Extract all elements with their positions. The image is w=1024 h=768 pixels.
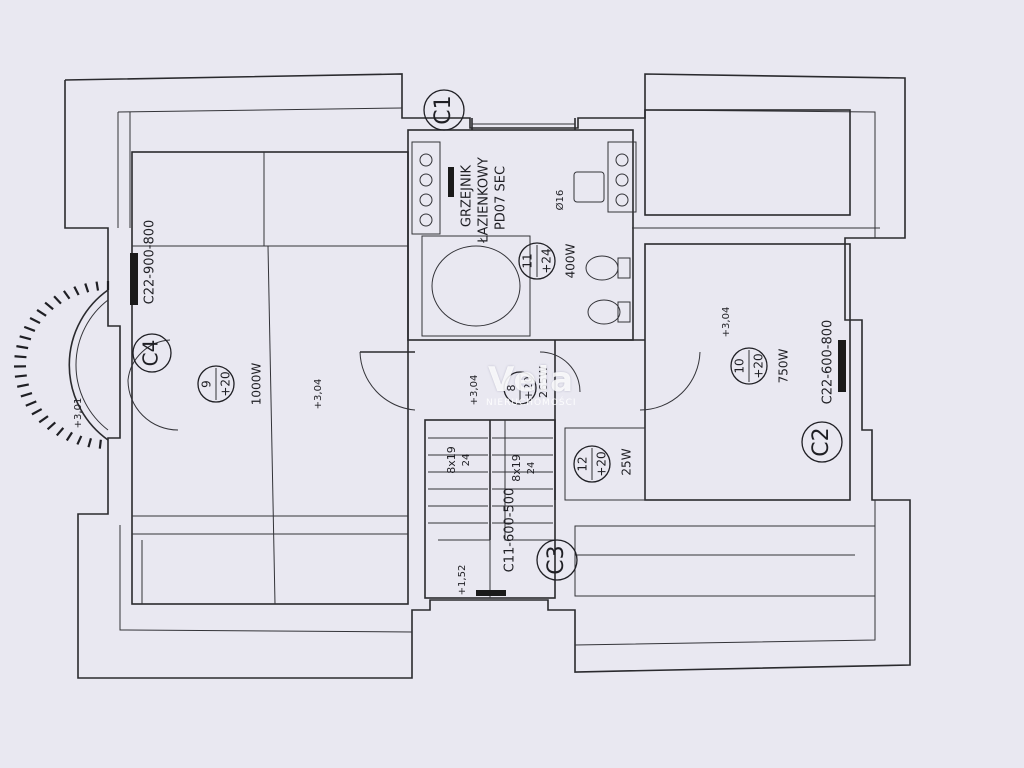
level-balcony: +3,01 <box>73 398 84 429</box>
heater-coil <box>419 153 433 167</box>
bidet-tank-icon <box>617 301 631 323</box>
heater-coil <box>419 173 433 187</box>
balcony-rail-tick <box>19 335 32 341</box>
balcony-rail-tick <box>87 438 93 448</box>
window-spec-right: C22-600-800 <box>821 320 836 405</box>
svg-text:+20: +20 <box>219 371 233 396</box>
svg-text:+20: +20 <box>595 451 609 476</box>
balcony-rail-tick <box>38 415 49 424</box>
bathroom-walls <box>407 118 634 341</box>
balcony-rail-tick <box>73 286 80 296</box>
window-tags <box>132 89 843 581</box>
watermark-subtitle: NIERUCHOMOŚCI <box>486 398 577 408</box>
room-badge-10: 10 +20 750W <box>730 347 791 385</box>
tag-c4: C4 <box>139 340 163 367</box>
radiator-right <box>838 340 846 392</box>
svg-text:+20: +20 <box>752 353 766 378</box>
corridor-walls <box>360 339 646 501</box>
svg-text:+20: +20 <box>522 376 535 399</box>
balcony-rail-tick <box>84 283 90 293</box>
svg-text:12: 12 <box>576 456 590 471</box>
radiator-left <box>130 253 138 305</box>
heater-coil <box>615 173 629 187</box>
stair-run-right: 8x19 <box>510 454 523 482</box>
watermark-logo: Vela <box>488 360 575 400</box>
door-swings <box>127 339 701 431</box>
window-spec-left: C22-900-800 <box>143 220 158 305</box>
balcony <box>13 281 110 449</box>
bath-heater-left <box>411 141 441 235</box>
radiators <box>130 141 846 392</box>
radiator-bath <box>448 167 454 197</box>
bottom-right-area <box>574 525 876 597</box>
level-corridor: +3,04 <box>469 375 480 406</box>
svg-text:25W: 25W <box>620 448 634 475</box>
balcony-rail-tick <box>16 383 30 388</box>
bidet-icon <box>587 299 621 325</box>
heater-label-2: ŁAZIENKOWY <box>477 157 492 244</box>
tag-c2: C2 <box>809 427 834 456</box>
balcony-rail-tick <box>62 290 71 300</box>
balcony-rail-tick <box>16 345 29 350</box>
room-badge-11: 11 +24 400W <box>518 242 578 280</box>
sink-icon <box>573 171 605 203</box>
balcony-rail-tick <box>95 281 100 291</box>
heater-label-3: PD07 SEC <box>494 166 509 230</box>
heater-coil <box>615 193 629 207</box>
fixtures <box>573 171 631 325</box>
svg-text:265W: 265W <box>537 366 550 398</box>
balcony-rail-tick <box>23 325 36 332</box>
toilet-icon <box>585 255 619 281</box>
balcony-rail-tick <box>36 308 47 317</box>
room-badge-12: 12 +20 25W <box>573 445 634 483</box>
room-10-walls <box>632 109 880 501</box>
balcony-rail-tick <box>98 439 102 449</box>
level-right: +3,04 <box>721 307 732 338</box>
balcony-rail-tick <box>20 392 33 398</box>
svg-text:1000W: 1000W <box>250 363 264 406</box>
balcony-rail-tick <box>44 301 54 311</box>
room-badge-9: 9 +20 1000W <box>197 363 264 406</box>
svg-text:9: 9 <box>200 380 214 388</box>
svg-text:400W: 400W <box>564 243 578 278</box>
balcony-rail-tick <box>29 317 41 325</box>
balcony-rail-tick <box>76 435 83 445</box>
balcony-rail-tick <box>55 427 65 437</box>
svg-text:+24: +24 <box>540 248 554 273</box>
heater-label-1: GRZEJNIK <box>460 164 475 227</box>
room-9-walls <box>131 151 409 605</box>
svg-text:8: 8 <box>505 385 518 392</box>
svg-text:10: 10 <box>733 358 747 373</box>
balcony-rail-tick <box>14 355 27 359</box>
svg-text:11: 11 <box>521 253 535 268</box>
tag-c1: C1 <box>431 95 456 124</box>
balcony-rail-tick <box>53 295 62 305</box>
balcony-rail-tick <box>46 421 57 431</box>
level-main: +3,04 <box>313 379 324 410</box>
room-badge-8: 8 +20 265W <box>503 366 550 405</box>
balcony-rail-tick <box>65 431 73 442</box>
stair-run-left-sub: 24 <box>461 454 472 467</box>
heater-coil <box>419 193 433 207</box>
staircase <box>424 419 556 599</box>
heater-coil <box>615 153 629 167</box>
bath-heater-right <box>607 141 637 213</box>
tag-c3: C3 <box>544 545 569 574</box>
balcony-rail-tick <box>31 408 43 416</box>
level-stair-low: +1,52 <box>457 565 468 596</box>
stair-run-right-sub: 24 <box>526 462 537 475</box>
svg-text:750W: 750W <box>777 348 791 383</box>
window-spec-stairs: C11-600-500 <box>503 488 518 573</box>
stair-run-left: 8x19 <box>445 446 458 474</box>
balcony-rail-tick <box>25 400 37 407</box>
balcony-rail-tick <box>14 374 27 378</box>
sink-label: Ø16 <box>554 190 566 211</box>
toilet-tank-icon <box>617 257 631 279</box>
heater-coil <box>419 213 433 227</box>
